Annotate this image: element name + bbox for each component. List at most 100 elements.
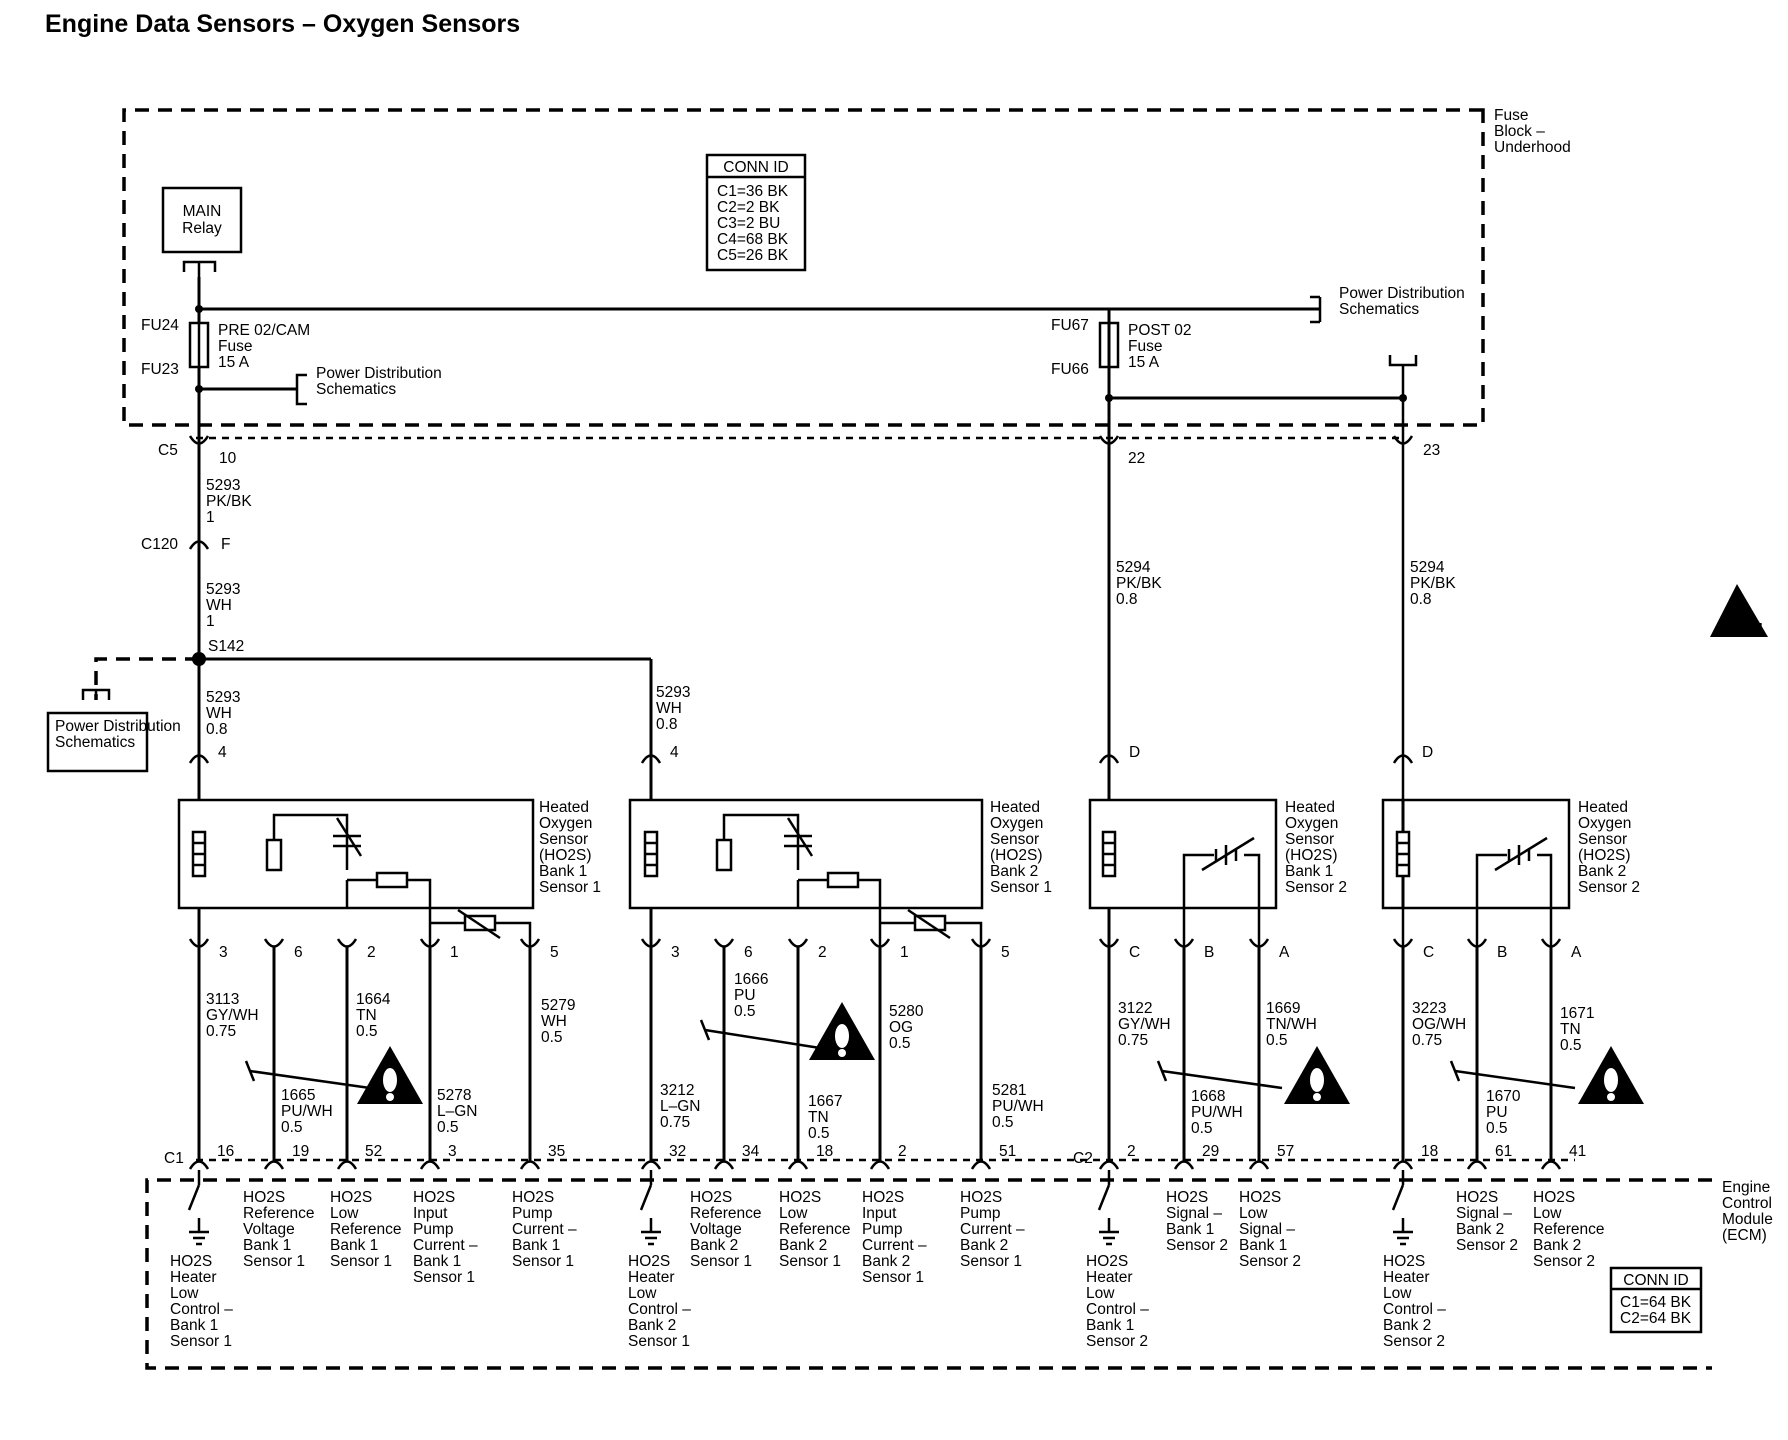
wire-3212-line: 3212: [660, 1082, 694, 1099]
pin-d-b: D: [1422, 744, 1433, 761]
connector-arc: [1392, 1160, 1414, 1170]
sensor-pin-3-line: 3: [219, 944, 228, 961]
fuse-post-bottom-line: FU66: [1051, 361, 1089, 378]
connector-arc: [188, 540, 210, 550]
connector-c5: C5: [158, 442, 178, 459]
connector-arc: [419, 1160, 441, 1170]
ecm-pin-b2s1-4-line: 51: [999, 1143, 1016, 1160]
wire-1667-line: 0.5: [808, 1125, 830, 1142]
ecm-pin-b1s2-0-line: 2: [1127, 1143, 1136, 1160]
connector-cup: [1098, 435, 1120, 445]
ecm-name-line: Module: [1722, 1211, 1773, 1228]
fuse-block-underhood: [122, 108, 1485, 440]
sensor-pin-5: 5: [550, 944, 559, 961]
ecm-low-ref-b2s2-line: Reference: [1533, 1221, 1605, 1238]
sensor-b2s2-label-line: Sensor 2: [1578, 879, 1640, 896]
main-relay-label-line: Relay: [182, 220, 222, 237]
ecm-pin-b2s2-1-line: 61: [1495, 1143, 1512, 1160]
sensor-b1s2-label-line: Sensor: [1285, 831, 1334, 848]
sensor-b2s2-label-line: Sensor: [1578, 831, 1627, 848]
ecm-low-ref-b2s1-line: Reference: [779, 1221, 851, 1238]
sensor-internals: [191, 813, 1553, 946]
wire-5294-a-line: 5294: [1116, 559, 1151, 576]
sensor-b1s1-label-line: Sensor: [539, 831, 588, 848]
sensor-b2s2-label-line: Oxygen: [1578, 815, 1631, 832]
wire-5281-line: 5281: [992, 1082, 1026, 1099]
connector-arc: [188, 1160, 210, 1170]
obd-numeral-line: II: [1735, 605, 1744, 622]
ground-switch: [1391, 1170, 1413, 1246]
ecm-low-ref-b1s1-line: Bank 1: [330, 1237, 378, 1254]
power-dist-left-line: Power Distribution: [55, 718, 181, 735]
wire-1670-line: 1670: [1486, 1088, 1521, 1105]
wire-5293-wh-08a-line: 5293: [206, 689, 240, 706]
connector-arc: [1392, 754, 1414, 764]
ecm-low-ref-b2s1-line: Bank 2: [779, 1237, 827, 1254]
ecm-low-signal-b1s2-line: Low: [1239, 1205, 1268, 1222]
ecm-pump-b1s1-line: Sensor 1: [512, 1253, 574, 1270]
ecm-pin-b2s1-3-line: 2: [898, 1143, 907, 1160]
sensor-pin-C-line: C: [1423, 944, 1434, 961]
ecm-heater-b1s1-line: Control –: [170, 1301, 233, 1318]
connector-c2: C2: [1073, 1150, 1093, 1167]
ecm-ref-v-b1s1-line: Sensor 1: [243, 1253, 305, 1270]
wire-5293-pkbk-line: PK/BK: [206, 493, 252, 510]
connector-cup: [188, 435, 210, 445]
connector-c2-line: C2: [1073, 1150, 1093, 1167]
sensor-b1s1-label-line: Heated: [539, 799, 589, 816]
sensor-b2s1-label-line: Sensor 1: [990, 879, 1052, 896]
main-relay: [161, 186, 243, 277]
ecm-ref-v-b2s1-line: Voltage: [690, 1221, 742, 1238]
ecm-heater-b1s2-line: Low: [1086, 1285, 1115, 1302]
sensor-b1s2-label-line: Bank 1: [1285, 863, 1333, 880]
ecm-name-line: (ECM): [1722, 1227, 1767, 1244]
wire-1668-line: 0.5: [1191, 1120, 1213, 1137]
warning-icon: [357, 1046, 423, 1104]
fuse-post-bottom: FU66: [1051, 361, 1089, 378]
conn-id-list-line: C1=36 BK: [717, 183, 789, 200]
wire-5294-b-line: 5294: [1410, 559, 1445, 576]
sensor-pin-B: B: [1204, 944, 1214, 961]
fuse-pre-label-line: 15 A: [218, 354, 250, 371]
power-dist-left-line: Schematics: [55, 734, 135, 751]
ecm-pump-b1s1-line: Current –: [512, 1221, 577, 1238]
ecm-pin-b2s2-2: 41: [1569, 1143, 1586, 1160]
sensor-pin-1: 1: [900, 944, 909, 961]
ecm-low-ref-b1s1-line: Reference: [330, 1221, 402, 1238]
wire-5293-wh-08b-line: WH: [656, 700, 682, 717]
ecm-input-pump-b2s1-line: Pump: [862, 1221, 903, 1238]
ecm-pin-b1s2-2-line: 57: [1277, 1143, 1294, 1160]
wire-5294-a-line: PK/BK: [1116, 575, 1162, 592]
connector-c5-line: C5: [158, 442, 178, 459]
wire-1666-line: 0.5: [734, 1003, 756, 1020]
c5-pin-22-line: 22: [1128, 450, 1145, 467]
ecm-conn-id-list-line: C1=64 BK: [1620, 1294, 1692, 1311]
ecm-signal-b1s2-line: Signal –: [1166, 1205, 1222, 1222]
sensor-pin-5-line: 5: [1001, 944, 1010, 961]
ecm-signal-b2s2-line: Signal –: [1456, 1205, 1512, 1222]
ecm-ref-v-b2s1-line: HO2S: [690, 1189, 732, 1206]
ground-switch: [1097, 1170, 1119, 1246]
fuse-post-top-line: FU67: [1051, 317, 1089, 334]
ecm-heater-b2s1-line: Sensor 1: [628, 1333, 690, 1350]
sensor-pin-C-line: C: [1129, 944, 1140, 961]
wire-5281-line: 0.5: [992, 1114, 1014, 1131]
ecm-ref-v-b1s1-line: Voltage: [243, 1221, 295, 1238]
ground-switch: [639, 1170, 661, 1246]
wire-3113-line: 0.75: [206, 1023, 236, 1040]
ecm-pin-b1s1-3: 3: [448, 1143, 457, 1160]
ecm-input-pump-b2s1-line: Current –: [862, 1237, 927, 1254]
conn-id-header-line: CONN ID: [723, 159, 788, 176]
